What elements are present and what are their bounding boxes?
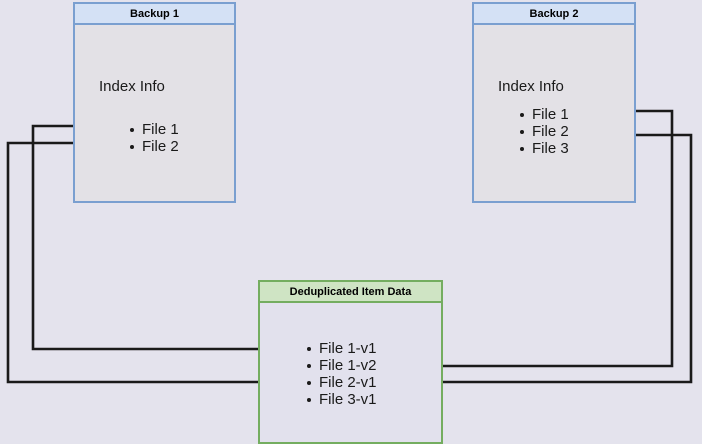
list-item[interactable]: File 1 — [128, 121, 179, 138]
node-backup-2-body: Index Info File 1 File 2 File 3 — [474, 25, 634, 201]
node-backup-1[interactable]: Backup 1 Index Info File 1 File 2 — [73, 2, 236, 203]
node-backup-1-title: Backup 1 — [75, 4, 234, 25]
node-backup-2[interactable]: Backup 2 Index Info File 1 File 2 File 3 — [472, 2, 636, 203]
list-item[interactable]: File 2 — [518, 123, 569, 140]
list-item[interactable]: File 3-v1 — [305, 391, 377, 408]
list-item[interactable]: File 2 — [128, 138, 179, 155]
node-backup-2-index-label: Index Info — [498, 78, 564, 95]
node-backup-2-title: Backup 2 — [474, 4, 634, 25]
node-backup-1-index-label: Index Info — [99, 78, 165, 95]
node-dedup-store-body: File 1-v1 File 1-v2 File 2-v1 File 3-v1 — [260, 303, 441, 442]
list-item[interactable]: File 1 — [518, 106, 569, 123]
list-item[interactable]: File 1-v1 — [305, 340, 377, 357]
node-dedup-store-title: Deduplicated Item Data — [260, 282, 441, 303]
list-item[interactable]: File 2-v1 — [305, 374, 377, 391]
list-item[interactable]: File 1-v2 — [305, 357, 377, 374]
node-backup-1-body: Index Info File 1 File 2 — [75, 25, 234, 201]
list-item[interactable]: File 3 — [518, 140, 569, 157]
node-backup-1-file-list: File 1 File 2 — [128, 121, 179, 155]
node-backup-2-file-list: File 1 File 2 File 3 — [518, 106, 569, 157]
node-dedup-store[interactable]: Deduplicated Item Data File 1-v1 File 1-… — [258, 280, 443, 444]
node-dedup-store-file-list: File 1-v1 File 1-v2 File 2-v1 File 3-v1 — [305, 340, 377, 408]
